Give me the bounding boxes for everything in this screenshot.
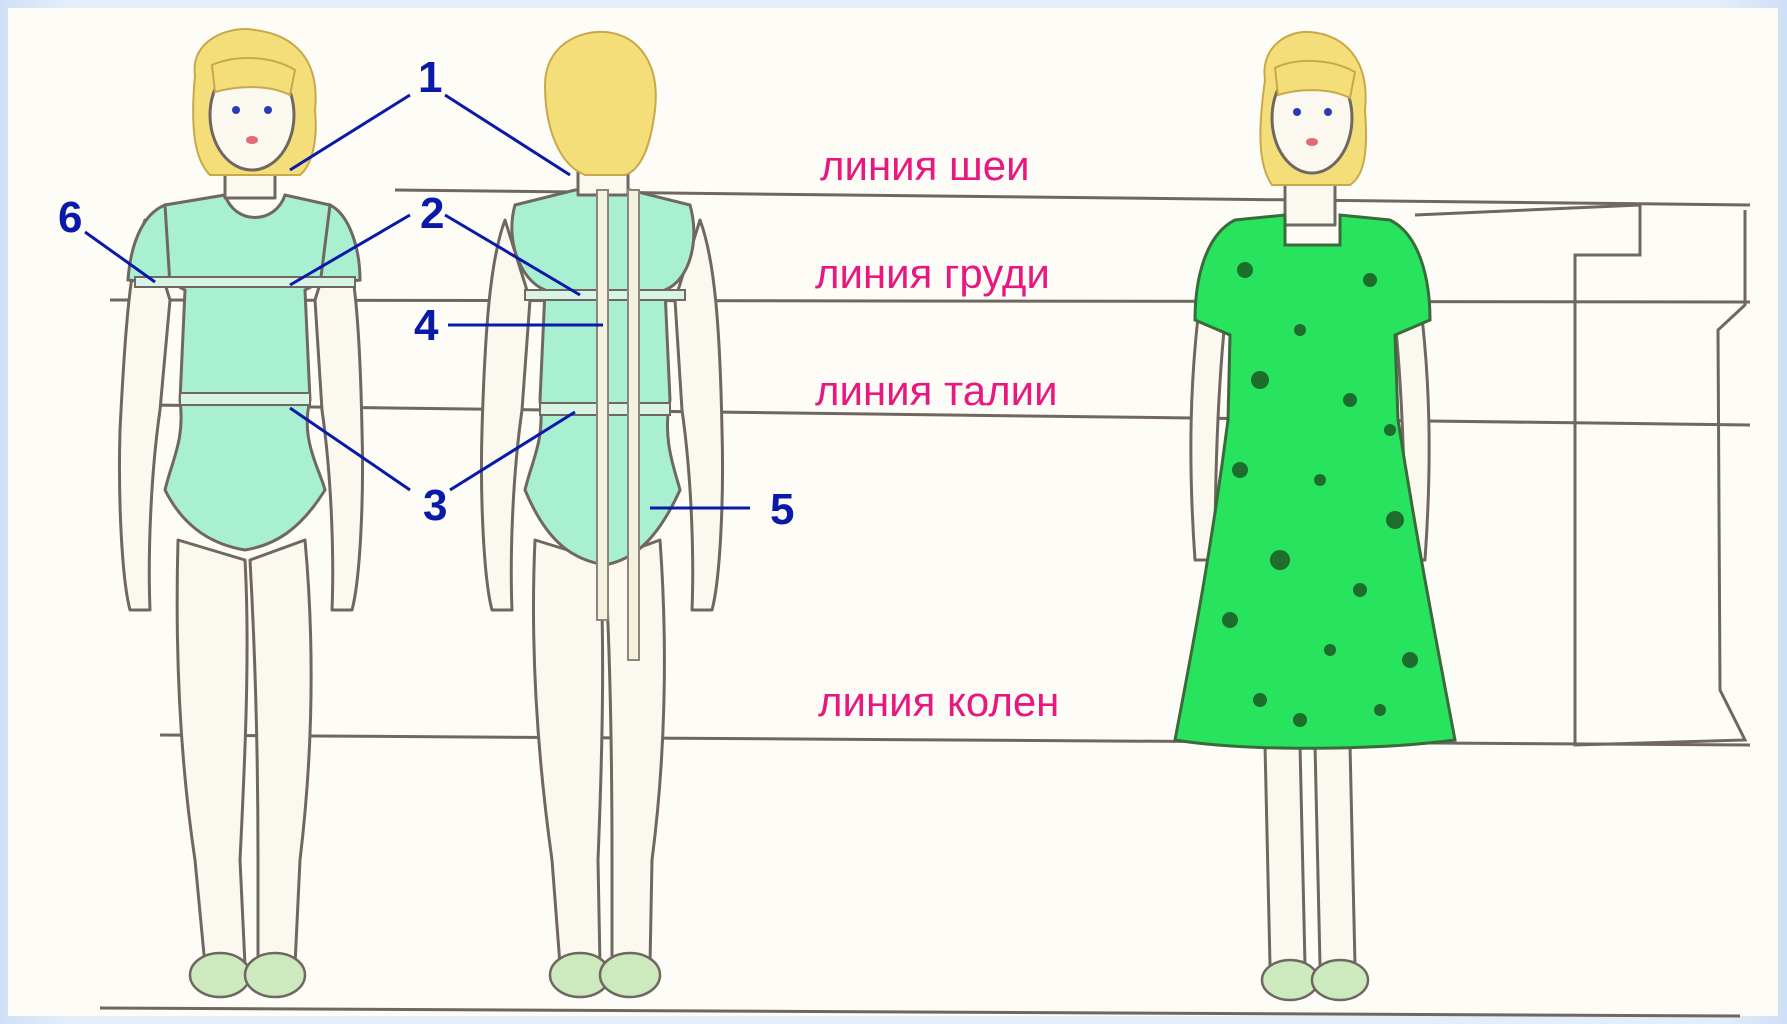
back-side-tape bbox=[628, 190, 639, 660]
front-waist-tape bbox=[180, 393, 310, 405]
front-left-shoe bbox=[190, 953, 250, 997]
label-bust-line: линия груди bbox=[815, 250, 1050, 297]
callout-6: 6 bbox=[58, 193, 82, 242]
front-right-eye bbox=[264, 106, 272, 114]
callout-4: 4 bbox=[414, 301, 439, 350]
label-knee-line: линия колен bbox=[818, 678, 1059, 725]
front-right-shoe bbox=[245, 953, 305, 997]
label-waist-line: линия талии bbox=[815, 367, 1058, 414]
back-hair bbox=[545, 32, 656, 175]
callout-3: 3 bbox=[423, 481, 447, 530]
callout-2: 2 bbox=[420, 189, 444, 238]
dress-right-leg bbox=[1315, 745, 1355, 965]
dress-left-leg bbox=[1265, 745, 1305, 965]
dress-right-eye bbox=[1324, 108, 1332, 116]
front-left-eye bbox=[232, 106, 240, 114]
front-bust-tape bbox=[135, 277, 355, 287]
front-bodysuit bbox=[160, 195, 334, 550]
callout-1: 1 bbox=[418, 53, 442, 102]
dress-right-shoe bbox=[1312, 960, 1368, 1000]
front-mouth bbox=[246, 136, 258, 144]
dress-left-shoe bbox=[1262, 960, 1318, 1000]
callout-5: 5 bbox=[770, 485, 794, 534]
label-neck-line: линия шеи bbox=[820, 142, 1030, 189]
back-length-tape bbox=[597, 190, 608, 620]
back-right-shoe bbox=[600, 953, 660, 997]
dress-left-eye bbox=[1293, 108, 1301, 116]
dress-mouth bbox=[1306, 138, 1318, 146]
